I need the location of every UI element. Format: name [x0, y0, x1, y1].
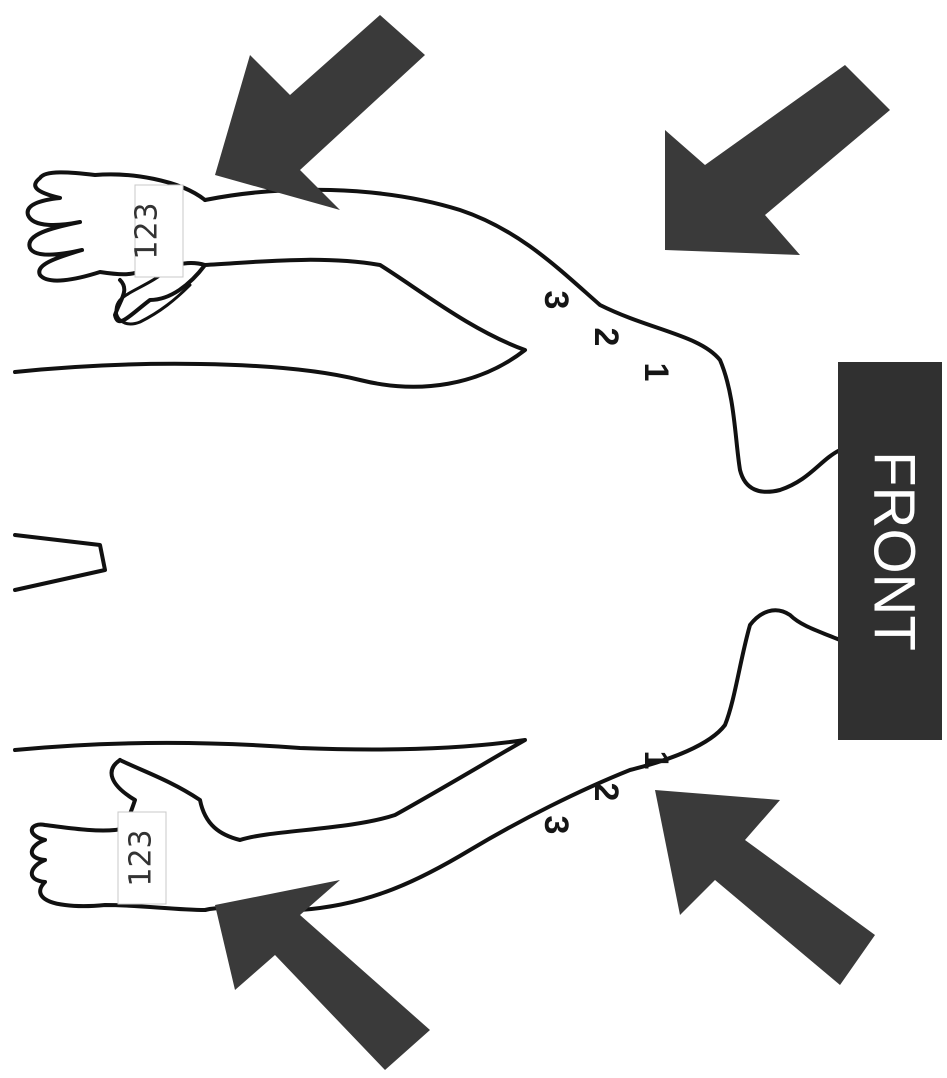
- lower-arm-mark-1: 1: [637, 751, 675, 770]
- front-label: FRONT: [862, 451, 927, 651]
- upper-arm-outline: [15, 260, 525, 387]
- lower-arm-back-outline: [15, 740, 525, 840]
- arrow-lower-right: [655, 790, 875, 985]
- neck-outline: [15, 535, 105, 590]
- arrow-upper-right: [665, 65, 890, 255]
- upper-arm-mark-3: 3: [537, 291, 575, 310]
- upper-wrist-label: 123: [130, 202, 165, 259]
- lower-arm-mark-2: 2: [587, 783, 625, 802]
- lower-arm-mark-3: 3: [537, 816, 575, 835]
- upper-arm-mark-1: 1: [637, 363, 675, 382]
- lower-wrist-label: 123: [124, 829, 159, 886]
- upper-arm-mark-2: 2: [587, 328, 625, 347]
- arrow-upper-left: [215, 15, 425, 210]
